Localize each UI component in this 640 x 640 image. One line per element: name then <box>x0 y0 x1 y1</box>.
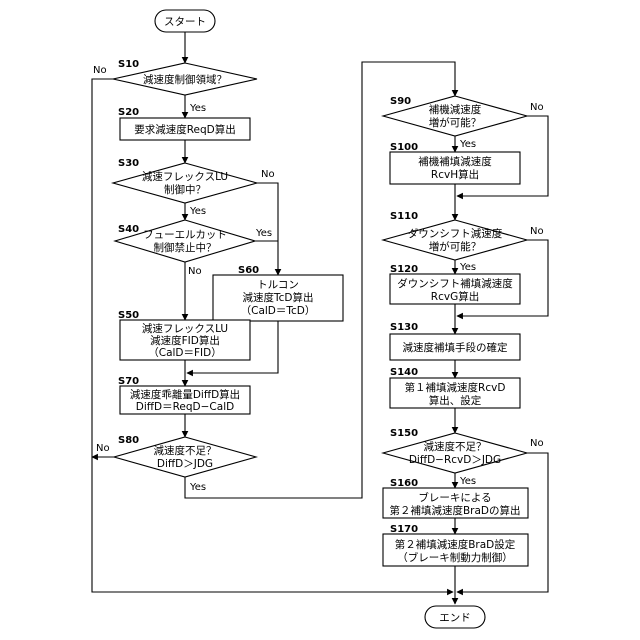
s30-yes-label: Yes <box>189 206 206 217</box>
step-id-s20: S20 <box>118 107 139 118</box>
end-label: エンド <box>439 612 471 624</box>
s140-text-1: 第１補填減速度RcvD <box>405 381 506 394</box>
s80-text-1: 減速度不足？ <box>154 444 217 457</box>
s110-text-2: 増が可能？ <box>429 240 482 253</box>
s110-no-label: No <box>530 226 544 237</box>
flow-shapes <box>113 10 528 628</box>
s160-text-2: 第２補填減速度BraDの算出 <box>389 504 520 517</box>
step-id-s130: S130 <box>390 322 418 333</box>
s110-text-1: ダウンシフト減速度 <box>408 227 503 240</box>
s90-text-1: 補機減速度 <box>429 103 482 116</box>
step-id-s80: S80 <box>118 435 139 446</box>
s60-text-2: 減速度TcD算出 <box>243 291 314 304</box>
s50-text-2: 減速度FID算出 <box>150 334 220 347</box>
s10-yes-label: Yes <box>189 103 206 114</box>
s140-text-2: 算出、設定 <box>429 394 482 407</box>
step-id-s50: S50 <box>118 310 139 321</box>
s40-text-2: 制御禁止中？ <box>154 241 217 254</box>
s90-text-2: 増が可能？ <box>429 116 482 129</box>
s20-text-1: 要求減速度ReqD算出 <box>134 123 236 136</box>
s170-text-2: （ブレーキ制動力制御） <box>397 551 513 564</box>
s30-no-label: No <box>261 169 275 180</box>
step-id-s40: S40 <box>118 224 139 235</box>
s80-yes-label: Yes <box>189 482 206 493</box>
decision-s150 <box>383 433 527 473</box>
decision-s30 <box>113 163 257 203</box>
s80-text-2: DiffD＞JDG <box>157 458 213 470</box>
s70-text-2: DiffD＝ReqD−CalD <box>136 401 234 413</box>
step-id-s30: S30 <box>118 158 139 169</box>
s40-text-1: フューエルカット <box>143 229 227 241</box>
step-id-s90: S90 <box>390 96 411 107</box>
s150-no-label: No <box>530 438 544 449</box>
decision-s110 <box>383 220 527 260</box>
s60-text-3: （CalD＝TcD） <box>241 305 316 317</box>
s110-yes-label: Yes <box>459 262 476 273</box>
s10-no-label: No <box>93 65 107 76</box>
step-id-s150: S150 <box>390 428 418 439</box>
s90-yes-label: Yes <box>459 139 476 150</box>
s30-text-1: 減速フレックスLU <box>142 170 228 183</box>
step-id-s140: S140 <box>390 367 418 378</box>
edge-s150-no <box>457 453 548 592</box>
s120-text-2: RcvG算出 <box>431 290 479 303</box>
s90-no-label: No <box>530 102 544 113</box>
s10-text-1: 減速度制御領域？ <box>143 73 227 86</box>
s100-text-1: 補機補填減速度 <box>418 155 492 168</box>
step-id-s120: S120 <box>390 264 418 275</box>
s40-yes-label: Yes <box>255 228 272 239</box>
s100-text-2: RcvH算出 <box>431 168 479 181</box>
s60-text-1: トルコン <box>257 279 299 291</box>
s150-yes-label: Yes <box>459 476 476 487</box>
step-id-s170: S170 <box>390 524 418 535</box>
s150-text-2: DiffD−RcvD＞JDG <box>409 454 501 466</box>
step-id-s110: S110 <box>390 211 418 222</box>
s160-text-1: ブレーキによる <box>418 491 491 504</box>
s80-no-label: No <box>96 443 110 454</box>
s40-no-label: No <box>188 266 202 277</box>
s170-text-1: 第２補填減速度BraD設定 <box>395 538 516 551</box>
s50-text-3: （CalD＝FID） <box>148 347 222 359</box>
s150-text-1: 減速度不足？ <box>424 440 487 453</box>
step-id-s70: S70 <box>118 376 139 387</box>
s50-text-1: 減速フレックスLU <box>142 322 228 335</box>
step-id-s10: S10 <box>118 59 139 70</box>
step-id-s100: S100 <box>390 142 418 153</box>
s130-text-1: 減速度補填手段の確定 <box>403 341 508 354</box>
start-label: スタート <box>164 16 206 28</box>
s70-text-1: 減速度乖離量DiffD算出 <box>130 388 240 401</box>
step-id-s160: S160 <box>390 478 418 489</box>
s120-text-1: ダウンシフト補填減速度 <box>397 277 513 290</box>
s30-text-2: 制御中？ <box>164 183 206 196</box>
step-id-s60: S60 <box>238 265 259 276</box>
